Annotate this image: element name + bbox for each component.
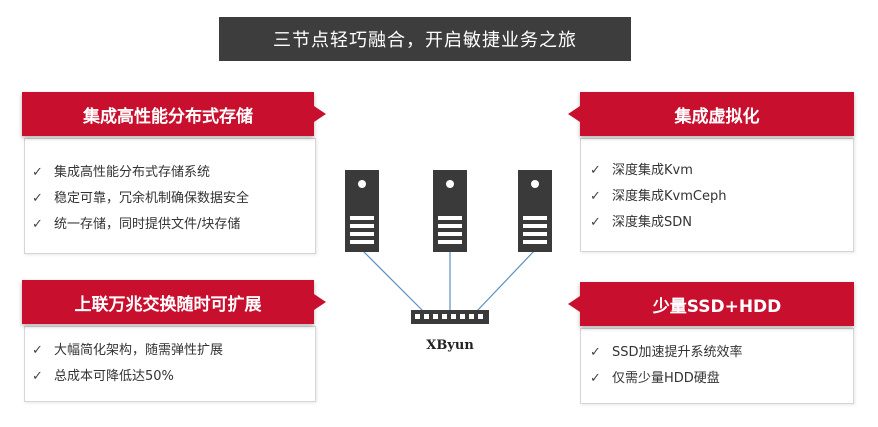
list-item: ✓大幅简化架构，随需弹性扩展: [32, 338, 223, 364]
switch-panel: [24, 326, 316, 402]
link-line-3: [475, 249, 536, 313]
server-icon: [345, 170, 379, 252]
check-icon: ✓: [590, 163, 601, 178]
switch-feature-list: ✓大幅简化架构，随需弹性扩展 ✓总成本可降低达50%: [32, 338, 223, 390]
link-line-1: [361, 249, 425, 313]
list-item: ✓深度集成KvmCeph: [590, 184, 726, 210]
list-item: ✓集成高性能分布式存储系统: [32, 160, 249, 186]
disk-panel: [580, 328, 854, 404]
check-icon: ✓: [590, 215, 601, 230]
page-title: 三节点轻巧融合，开启敏捷业务之旅: [219, 17, 631, 61]
list-item: ✓总成本可降低达50%: [32, 364, 223, 390]
list-item: ✓SSD加速提升系统效率: [590, 340, 743, 366]
list-item: ✓稳定可靠，冗余机制确保数据安全: [32, 186, 249, 212]
server-icon: [518, 170, 552, 252]
network-label: XByun: [426, 338, 474, 353]
check-icon: ✓: [32, 369, 43, 384]
disk-feature-list: ✓SSD加速提升系统效率 ✓仅需少量HDD硬盘: [590, 340, 743, 392]
virtualization-heading: 集成虚拟化: [580, 92, 854, 136]
switch-heading: 上联万兆交换随时可扩展: [22, 280, 314, 324]
check-icon: ✓: [590, 345, 601, 360]
storage-feature-list: ✓集成高性能分布式存储系统 ✓稳定可靠，冗余机制确保数据安全 ✓统一存储，同时提…: [32, 160, 249, 238]
storage-panel: [24, 138, 316, 254]
virtualization-panel: [580, 138, 854, 252]
network-switch-icon: [411, 310, 489, 324]
virtualization-feature-list: ✓深度集成Kvm ✓深度集成KvmCeph ✓深度集成SDN: [590, 158, 726, 236]
check-icon: ✓: [32, 217, 43, 232]
list-item: ✓仅需少量HDD硬盘: [590, 366, 743, 392]
list-item: ✓深度集成Kvm: [590, 158, 726, 184]
list-item: ✓深度集成SDN: [590, 210, 726, 236]
check-icon: ✓: [32, 343, 43, 358]
check-icon: ✓: [32, 165, 43, 180]
check-icon: ✓: [590, 189, 601, 204]
check-icon: ✓: [32, 191, 43, 206]
disk-heading: 少量SSD+HDD: [580, 282, 854, 326]
server-icon: [433, 170, 467, 252]
list-item: ✓统一存储，同时提供文件/块存储: [32, 212, 249, 238]
check-icon: ✓: [590, 371, 601, 386]
storage-heading: 集成高性能分布式存储: [22, 92, 314, 136]
